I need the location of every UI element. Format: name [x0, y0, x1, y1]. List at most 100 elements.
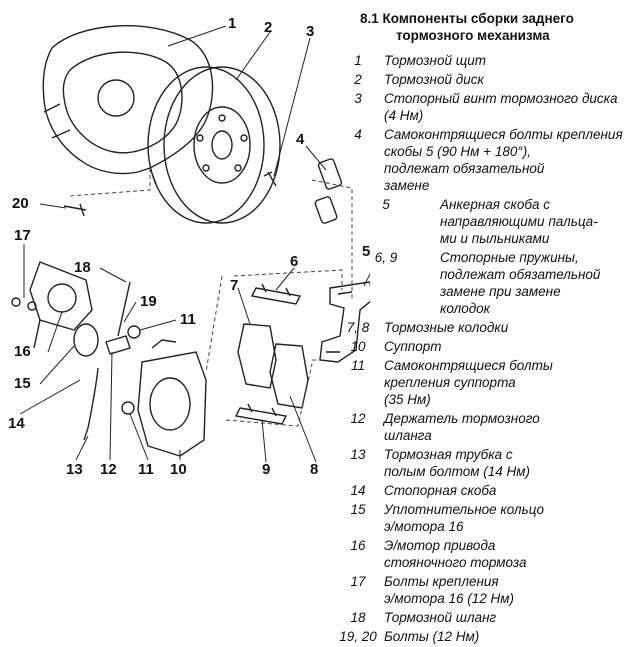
legend-item-text: Тормозной щит [384, 52, 632, 69]
legend-item-line: ми и пыльниками [440, 231, 550, 246]
callout-16: 16 [14, 343, 31, 360]
legend-item-line: Суппорт [384, 339, 442, 354]
legend-item-line: (35 Нм) [384, 392, 431, 407]
callout-12: 12 [100, 461, 117, 478]
legend-item-line: скобы 5 (90 Нм + 180°), [384, 144, 531, 159]
legend-heading: 8.1 Компоненты сборки заднего тормозного… [360, 10, 632, 44]
legend-item: 4 Самоконтрящиеся болты крепления скобы 5 … [332, 126, 632, 194]
anchor-bolts [314, 158, 343, 224]
legend-item-number: 12 [350, 411, 366, 426]
brake-pad-outer [269, 343, 309, 409]
parts-legend: 8.1 Компоненты сборки заднего тормозного… [332, 10, 632, 647]
legend-item-number: 14 [350, 483, 366, 498]
exploded-view-diagram: 1 2 3 4 5 6 7 8 9 10 11 11 12 13 14 15 1… [8, 15, 370, 478]
legend-item-line: Уплотнительное кольцо [384, 502, 544, 517]
legend-item-text: Стопорная скоба [384, 482, 632, 499]
legend-item: 18 Тормозной шланг [332, 609, 632, 626]
legend-item-line: Самоконтрящиеся болты крепления [384, 127, 623, 142]
legend-item-number: 11 [350, 358, 365, 373]
brake-hose [117, 281, 131, 337]
legend-item-line: (4 Нм) [384, 108, 424, 123]
legend-item-line: э/мотора 16 (12 Нм) [384, 591, 515, 606]
retaining-spring-upper [250, 283, 302, 305]
legend-item-line: крепления суппорта [384, 375, 516, 390]
legend-item-line: Э/мотор привода [384, 538, 496, 553]
callout-11-upper: 11 [180, 311, 196, 328]
legend-item-line: Самоконтрящиеся болты [384, 358, 553, 373]
legend-item: 16 Э/мотор привода стояночного тормоза [332, 537, 632, 571]
legend-item: 14 Стопорная скоба [332, 482, 632, 499]
legend-item-line: Стопорный винт тормозного диска [384, 91, 618, 106]
motor-bolt-1 [11, 297, 21, 307]
legend-item-number: 4 [354, 127, 362, 142]
legend-item-line: подлежат обязательной [384, 161, 545, 176]
legend-item-line: полым болтом (14 Нм) [384, 464, 530, 479]
callout-6: 6 [290, 253, 298, 270]
legend-item-text: Э/мотор привода стояночного тормоза [384, 537, 632, 571]
legend-item-line: э/мотора 16 [384, 519, 464, 534]
caliper-bolt-upper [127, 325, 141, 339]
legend-item-line: замене при замене [440, 284, 561, 299]
legend-item-line: Стопорная скоба [384, 483, 497, 498]
legend-item-number: 17 [350, 574, 366, 589]
callout-17: 17 [14, 227, 31, 244]
legend-item-text: Самоконтрящиеся болты крепления скобы 5 (… [384, 126, 632, 194]
legend-item: 3 Стопорный винт тормозного диска (4 Нм) [332, 90, 632, 124]
legend-item-line: колодок [440, 301, 491, 316]
legend-item-text: Держатель тормозного шланга [384, 410, 632, 444]
assembly-lines [69, 168, 353, 427]
anchor-bracket [319, 281, 370, 363]
legend-item-text: Суппорт [384, 338, 632, 355]
legend-item-line: направляющими пальца- [440, 214, 598, 229]
legend-item-number: 18 [350, 610, 366, 625]
legend-item: 19, 20 Болты (12 Нм) [332, 628, 632, 645]
legend-item-line: Тормозной диск [384, 72, 484, 87]
legend-item-line: подлежат обязательной [440, 267, 601, 282]
legend-item-text: Тормозной диск [384, 71, 632, 88]
legend-item-text: Тормозной шланг [384, 609, 632, 626]
callout-5: 5 [362, 243, 370, 260]
legend-item-text: Тормозные колодки [384, 319, 632, 336]
caliper [137, 339, 207, 457]
legend-item-text: Самоконтрящиеся болты крепления суппорта (… [384, 357, 632, 408]
legend-item-line: Тормозные колодки [384, 320, 509, 335]
callout-11-lower: 11 [138, 461, 154, 478]
callout-13: 13 [66, 461, 83, 478]
legend-item-line: замене [384, 178, 430, 193]
legend-item-line: Держатель тормозного [384, 411, 540, 426]
legend-item: 11 Самоконтрящиеся болты крепления суппорт… [332, 357, 632, 408]
legend-item-number: 3 [354, 91, 362, 106]
callout-14: 14 [8, 415, 25, 432]
legend-item: 12 Держатель тормозного шланга [332, 410, 632, 444]
brake-pipe [83, 367, 99, 441]
legend-item-number: 7, 8 [346, 320, 370, 335]
callout-4: 4 [296, 131, 305, 148]
callout-7: 7 [230, 277, 238, 294]
legend-item: 2 Тормозной диск [332, 71, 632, 88]
callout-15: 15 [14, 375, 31, 392]
legend-item-line: Анкерная скоба с [440, 197, 550, 212]
legend-item-text: Уплотнительное кольцо э/мотора 16 [384, 501, 632, 535]
legend-item-number: 19, 20 [339, 629, 377, 644]
callout-1: 1 [228, 15, 236, 32]
legend-item-text: Болты (12 Нм) [384, 628, 632, 645]
leader-lines [19, 25, 370, 463]
callout-9: 9 [262, 461, 270, 478]
legend-item-line: шланга [384, 428, 432, 443]
legend-item-number: 16 [350, 538, 366, 553]
legend-item-number: 2 [354, 72, 362, 87]
callout-20: 20 [12, 195, 29, 212]
legend-item-number: 1 [354, 53, 362, 68]
motor-bolt-2 [27, 301, 37, 311]
legend-item-line: стояночного тормоза [384, 555, 527, 570]
brake-disc [147, 66, 281, 224]
callout-10: 10 [170, 461, 187, 478]
